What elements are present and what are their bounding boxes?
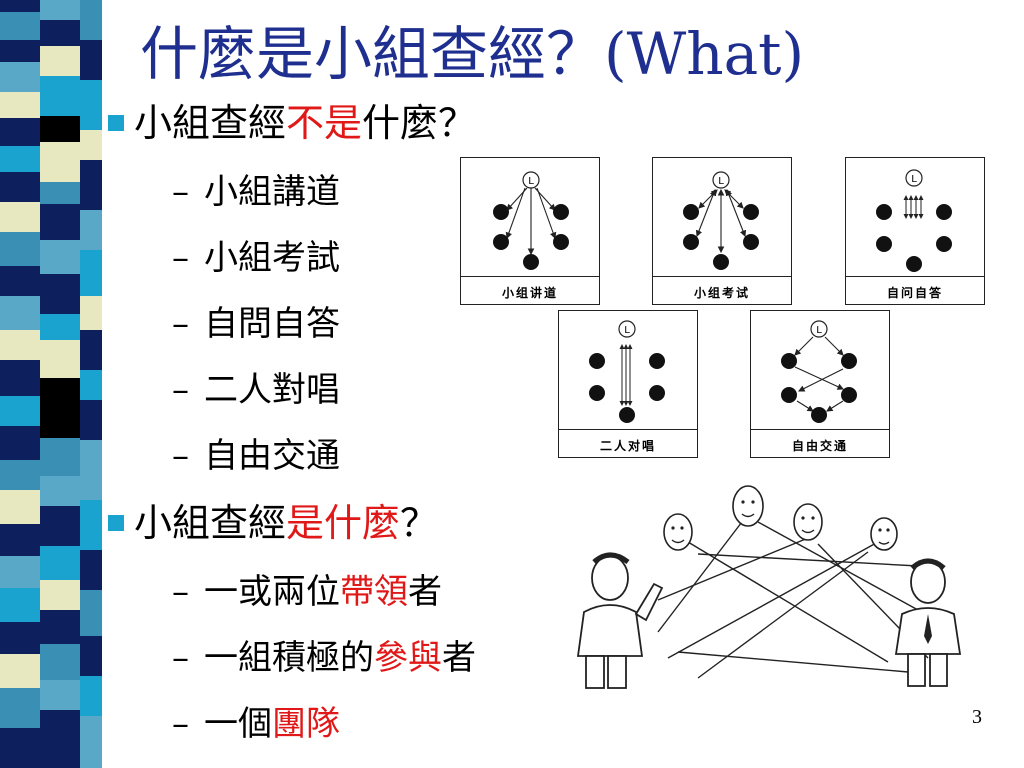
sub-item-text-pre: 一組積極的	[204, 638, 374, 678]
bullet-text-emphasis: 是什麼	[286, 501, 401, 545]
diagram-duet: L 二人对唱	[558, 310, 698, 458]
diagram-free-talk: L 自由交通	[750, 310, 890, 458]
dash: –	[172, 436, 189, 476]
bullet-text-emphasis: 不是	[286, 101, 363, 145]
sub-item-text-pre: 一個	[204, 704, 272, 744]
diagram-self-answer-graphic: L	[876, 169, 952, 272]
bullet-is-what: 小組查經是什麼？	[108, 500, 438, 546]
diagram-caption: 小组讲道	[501, 286, 558, 300]
dash: –	[172, 572, 189, 612]
sub-item-text-emphasis: 參與	[374, 638, 442, 678]
diagram-caption: 自问自答	[886, 286, 943, 300]
dash: –	[172, 638, 189, 678]
diagram-group-lecture: L 小组讲道	[460, 157, 600, 305]
bullet-not-what: 小組查經不是什麼？	[108, 100, 476, 146]
sub-item: –自問自答	[172, 302, 340, 346]
svg-text:L: L	[816, 325, 822, 336]
bullet-text-pre: 小組查經	[134, 101, 287, 145]
diagram-self-answer: L 自问自答	[845, 157, 985, 305]
sub-item: –一或兩位帶領者	[172, 570, 442, 614]
sub-item-text: 自由交通	[204, 436, 340, 476]
sub-item-text: 自問自答	[204, 304, 340, 344]
diagram-caption: 小组考试	[693, 286, 750, 300]
dash: –	[172, 172, 189, 212]
diagram-exam-graphic: L	[683, 171, 759, 270]
sub-item: –一個團隊	[172, 702, 340, 746]
dash: –	[172, 370, 189, 410]
team-discussion-illustration	[576, 485, 962, 689]
sub-item-text-pre: 一或兩位	[204, 572, 340, 612]
svg-text:L: L	[911, 174, 917, 185]
decorative-side-strip	[0, 0, 120, 768]
sub-item: –自由交通	[172, 434, 340, 478]
sub-item-text-post: 者	[442, 638, 476, 678]
sub-item-text: 二人對唱	[204, 370, 340, 410]
svg-text:L: L	[528, 176, 534, 187]
sub-item: –一組積極的參與者	[172, 636, 476, 680]
sub-item: –小組考試	[172, 236, 340, 280]
sub-item-text-emphasis: 帶領	[340, 572, 408, 612]
diagram-group-exam: L 小组考试	[652, 157, 792, 305]
strip-column-middle	[40, 0, 80, 768]
strip-column-right	[80, 0, 102, 768]
sub-item: –小組講道	[172, 170, 340, 214]
diagram-free-talk-graphic: L	[781, 320, 857, 423]
dash: –	[172, 304, 189, 344]
page-number: 3	[972, 706, 982, 728]
bullet-text-post: ？	[400, 501, 439, 545]
sub-item: –二人對唱	[172, 368, 340, 412]
strip-column-left	[0, 0, 40, 768]
bullet-text-post: 什麼？	[362, 101, 477, 145]
bullet-text-pre: 小組查經	[134, 501, 287, 545]
svg-text:L: L	[718, 176, 724, 187]
dash: –	[172, 704, 189, 744]
slide-title: 什麼是小組查經？(What)	[140, 20, 805, 88]
bullet-square-icon	[108, 115, 124, 131]
diagram-duet-graphic: L	[589, 320, 665, 423]
sub-item-text-emphasis: 團隊	[272, 704, 340, 744]
sub-item-text: 小組考試	[204, 238, 340, 278]
sub-item-text: 小組講道	[204, 172, 340, 212]
svg-text:L: L	[624, 325, 630, 336]
sub-item-text-post: 者	[408, 572, 442, 612]
diagram-caption: 自由交通	[791, 439, 848, 453]
bullet-square-icon	[108, 515, 124, 531]
diagram-caption: 二人对唱	[599, 439, 656, 453]
dash: –	[172, 238, 189, 278]
diagram-lecture-graphic: L	[493, 171, 569, 270]
